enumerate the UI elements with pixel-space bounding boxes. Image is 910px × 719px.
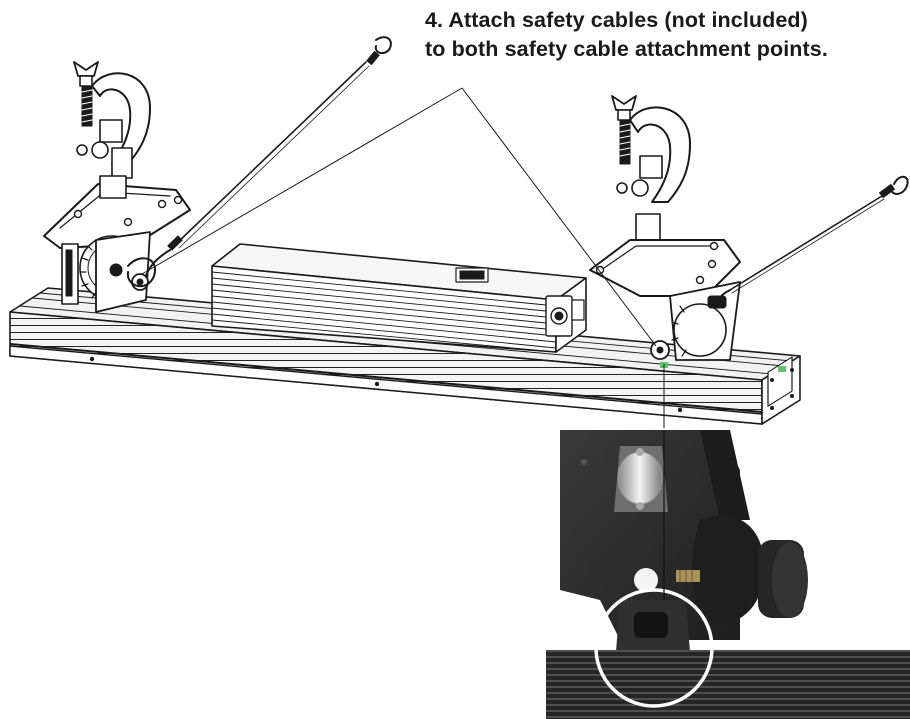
- left-clamp-assembly: [43, 61, 191, 313]
- left-safety-cable: [126, 36, 392, 287]
- detail-photo: [546, 428, 910, 719]
- driver-box: [211, 243, 587, 353]
- instruction-caption: 4. Attach safety cables (not included) t…: [425, 6, 905, 64]
- right-clamp-assembly: [589, 95, 741, 368]
- instruction-line-2: to both safety cable attachment points.: [425, 37, 828, 61]
- right-safety-cable: [715, 175, 909, 307]
- attachment-callout-ring: [594, 588, 714, 708]
- instruction-line-1: 4. Attach safety cables (not included): [425, 8, 808, 32]
